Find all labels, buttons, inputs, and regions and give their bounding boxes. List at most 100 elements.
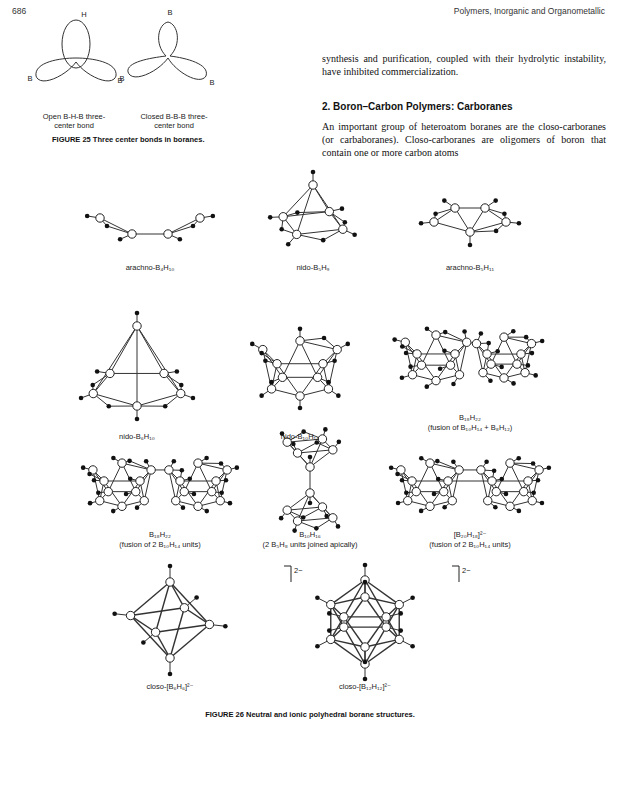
hydrogen-atom: [410, 644, 415, 649]
bond-line: [170, 624, 209, 658]
boron-atom: [194, 459, 202, 467]
bond-line: [417, 353, 455, 354]
hydrogen-atom: [191, 396, 196, 401]
boron-atom: [208, 487, 216, 495]
hydrogen-atom: [526, 363, 531, 368]
boron-atom: [361, 643, 369, 651]
bond-line: [198, 463, 212, 492]
hydrogen-atom: [424, 384, 429, 389]
boron-atom: [128, 230, 136, 238]
bond-line: [430, 463, 444, 492]
hydrogen-atom: [135, 311, 140, 316]
boron-atom: [488, 477, 496, 485]
hydrogen-atom: [332, 358, 337, 363]
boron-atom: [106, 369, 114, 377]
bond-line: [436, 335, 451, 365]
hydrogen-atom: [419, 456, 424, 461]
hydrogen-atom: [315, 644, 320, 649]
bond-line: [263, 350, 283, 378]
hydrogen-atom: [363, 660, 368, 665]
hydrogen-atom: [547, 465, 552, 470]
bond-line: [282, 341, 300, 377]
bond-line: [459, 342, 466, 374]
bond-line: [100, 218, 132, 234]
boron-atom: [126, 611, 134, 619]
boron-atom: [527, 339, 535, 347]
bridge-bond: [470, 222, 506, 232]
hydrogen-atom: [451, 382, 456, 387]
bond-line: [417, 354, 436, 381]
boron-atom: [340, 623, 348, 631]
boron-atom: [521, 368, 529, 376]
boron-atom: [408, 371, 416, 379]
bond-line: [277, 364, 300, 396]
hydrogen-atom: [398, 611, 403, 616]
boron-atom: [212, 477, 220, 485]
structure-label: (fusion of B₁₀H₁₄ + B₈H₁₂): [428, 423, 513, 432]
boron-atom: [426, 459, 434, 467]
boron-atom: [340, 613, 348, 621]
hydrogen-atom: [295, 210, 300, 215]
hydrogen-atom: [425, 326, 430, 331]
bracket: [452, 566, 459, 582]
bond-line: [510, 463, 524, 492]
bond-line: [144, 470, 151, 501]
hydrogen-atom: [321, 238, 326, 243]
boron-atom: [327, 600, 335, 608]
hydrogen-atom: [106, 404, 111, 409]
boron-atom: [278, 373, 286, 381]
hydrogen-atom: [540, 339, 545, 344]
bond-line: [313, 185, 343, 229]
structure-label: arachno-B₄H₁₀: [126, 263, 175, 272]
hydrogen-atom: [392, 337, 397, 342]
boron-atom: [296, 337, 304, 345]
bridge-bond: [168, 218, 200, 234]
hydrogen-atom: [250, 342, 255, 347]
bond-line: [496, 463, 510, 492]
boron-atom: [432, 331, 440, 339]
atom-label: H: [81, 10, 86, 19]
hydrogen-atom: [144, 459, 149, 464]
bridge-bond: [100, 218, 132, 234]
boron-atom: [223, 466, 231, 474]
bond-line: [331, 580, 365, 605]
page-number: 686: [12, 6, 26, 16]
boron-atom: [481, 204, 489, 212]
boron-atom: [395, 600, 403, 608]
hydrogen-atom: [112, 611, 117, 616]
boron-atom: [136, 477, 144, 485]
hydrogen-atom: [495, 349, 500, 354]
boron-atom: [455, 371, 463, 379]
boron-atom: [455, 466, 463, 474]
boron-atom: [318, 503, 326, 511]
hydrogen-atom: [87, 472, 92, 477]
hydrogen-atom: [352, 232, 357, 237]
lobe: [168, 56, 206, 79]
boron-atom: [361, 576, 369, 584]
boron-atom: [333, 345, 341, 353]
boron-atom: [89, 389, 97, 397]
hydrogen-atom: [500, 477, 505, 482]
hydrogen-atom: [389, 465, 394, 470]
boron-atom: [327, 635, 335, 643]
structure-label: B₁₀H₁₆: [299, 530, 321, 539]
bond-line: [331, 639, 365, 664]
hydrogen-atom: [308, 501, 313, 506]
boron-atom: [502, 218, 510, 226]
hydrogen-atom: [531, 461, 536, 466]
bond-line: [297, 185, 313, 234]
hydrogen-atom: [228, 501, 233, 506]
bond-line: [93, 326, 137, 394]
boron-atom: [339, 225, 347, 233]
hydrogen-atom: [442, 505, 447, 510]
hydrogen-atom: [398, 628, 403, 633]
bond-line: [365, 580, 399, 605]
boron-atom: [118, 459, 126, 467]
bond-line: [436, 354, 455, 381]
hydrogen-atom: [194, 595, 199, 600]
bond-lobes: [36, 20, 207, 81]
hydrogen-atom: [172, 459, 177, 464]
boron-atom: [172, 497, 180, 505]
boron-atom: [196, 214, 204, 222]
hydrogen-atom: [128, 476, 133, 481]
